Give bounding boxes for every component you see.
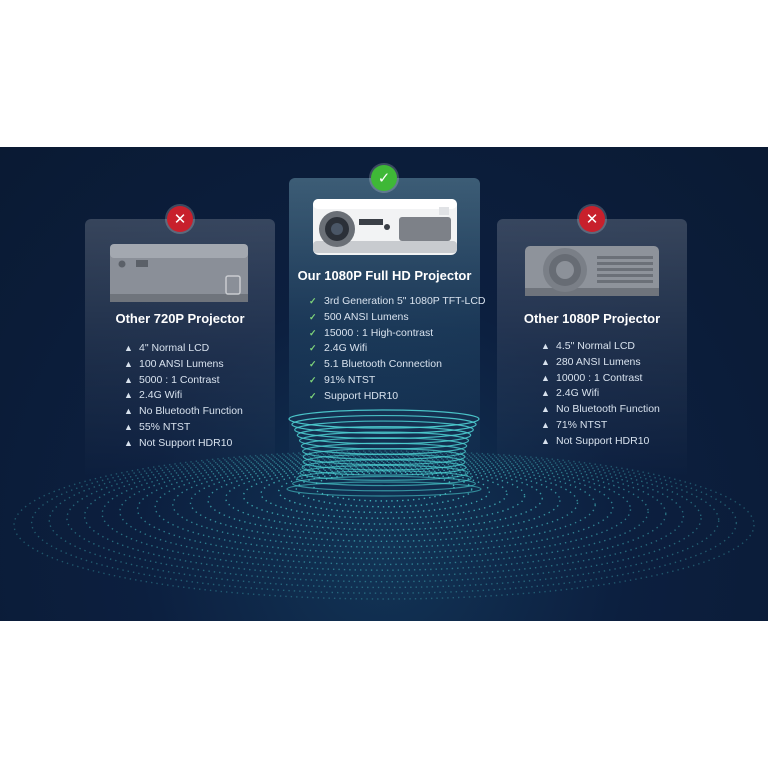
list-item: ✓91% NTST <box>309 373 376 386</box>
comparison-banner: ✕ Other 720P Projector ▲4" Normal LCD ▲1… <box>0 147 768 621</box>
cross-icon: ✕ <box>167 206 193 232</box>
list-item: ▲280 ANSI Lumens <box>541 355 641 368</box>
list-item: ▲71% NTST <box>541 418 608 431</box>
list-item: ▲4" Normal LCD <box>124 342 210 354</box>
list-item: ✓Support HDR10 <box>309 389 399 402</box>
list-item: ▲2.4G Wifi <box>541 387 600 400</box>
list-item: ✓15000 : 1 High-contrast <box>309 326 434 339</box>
projector-720p-icon <box>110 244 248 302</box>
list-item: ▲Not Support HDR10 <box>124 436 233 449</box>
middle-feature-list: ✓3rd Generation 5" 1080P TFT-LCD ✓500 AN… <box>309 294 486 405</box>
middle-panel-title: Our 1080P Full HD Projector <box>297 268 472 283</box>
list-item: ▲4.5" Normal LCD <box>541 340 636 352</box>
list-item: ▲100 ANSI Lumens <box>124 357 224 370</box>
list-item: ▲No Bluetooth Function <box>541 403 660 416</box>
list-item: ▲5000 : 1 Contrast <box>124 373 220 386</box>
list-item: ✓3rd Generation 5" 1080P TFT-LCD <box>309 295 486 307</box>
cross-icon: ✕ <box>579 206 605 232</box>
list-item: ✓5.1 Bluetooth Connection <box>309 358 442 371</box>
list-item: ▲2.4G Wifi <box>124 389 183 402</box>
list-item: ✓500 ANSI Lumens <box>309 310 409 323</box>
check-icon: ✓ <box>371 165 397 191</box>
left-feature-list: ▲4" Normal LCD ▲100 ANSI Lumens ▲5000 : … <box>124 341 243 452</box>
list-item: ▲No Bluetooth Function <box>124 405 243 418</box>
projector-ours-icon <box>313 199 457 255</box>
list-item: ▲55% NTST <box>124 420 191 433</box>
list-item: ✓2.4G Wifi <box>309 342 368 355</box>
list-item: ▲10000 : 1 Contrast <box>541 371 643 384</box>
right-feature-list: ▲4.5" Normal LCD ▲280 ANSI Lumens ▲10000… <box>541 339 660 450</box>
left-panel-title: Other 720P Projector <box>115 311 245 326</box>
right-panel-title: Other 1080P Projector <box>523 311 661 326</box>
projector-1080p-icon <box>525 246 659 296</box>
list-item: ▲Not Support HDR10 <box>541 434 650 447</box>
sound-wave-graphic <box>13 409 755 600</box>
